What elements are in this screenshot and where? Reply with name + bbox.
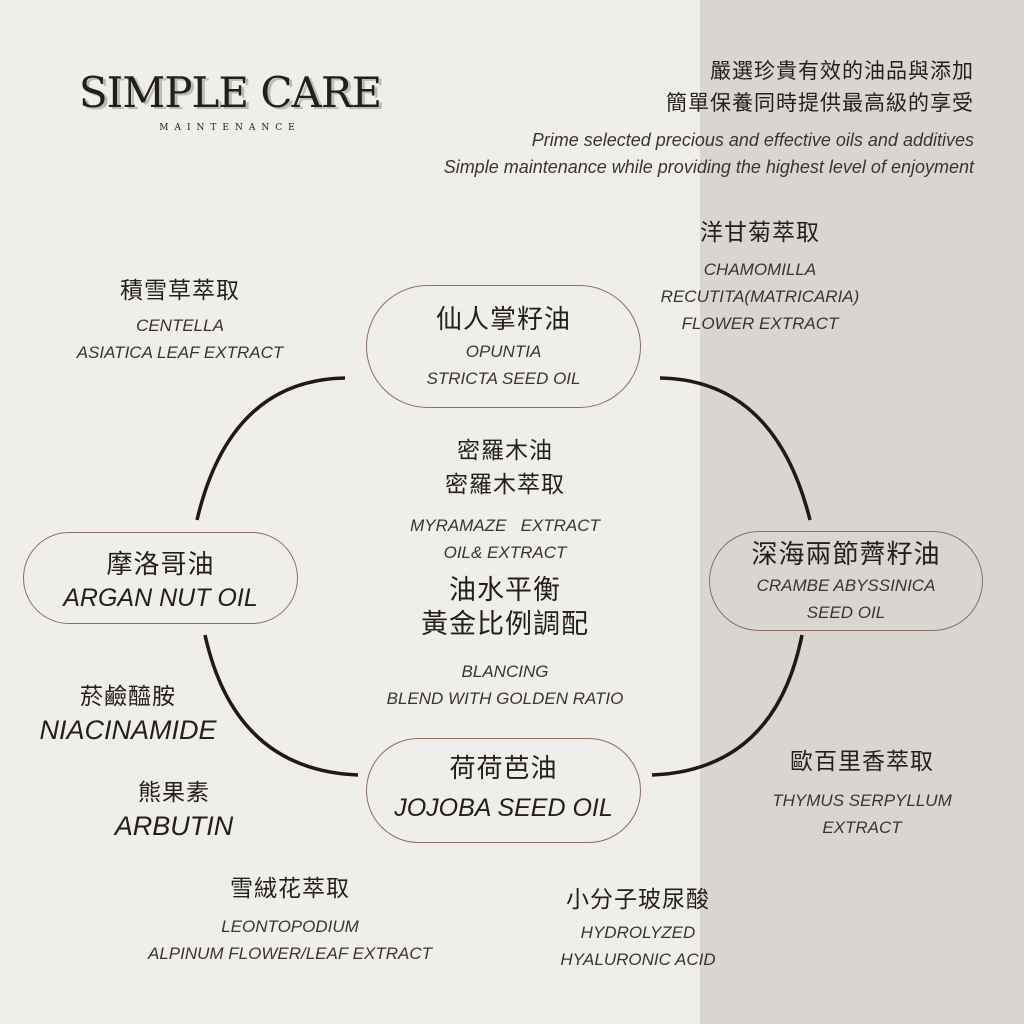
arc-bottom-right <box>651 634 804 777</box>
pill-right <box>709 531 983 631</box>
extract-en: THYMUS SERPYLLUM <box>772 791 952 810</box>
extract-en: RECUTITA(MATRICARIA) <box>660 287 860 306</box>
oil-zh: 荷荷芭油 <box>449 754 558 784</box>
center-zh: 油水平衡 <box>449 575 561 606</box>
extract-zh: 菸鹼醯胺 <box>80 684 176 710</box>
tagline: 嚴選珍貴有效的油品與添加 簡單保養同時提供最高級的享受 Prime select… <box>444 55 974 181</box>
right-panel-background <box>700 0 1024 1024</box>
pill-top <box>366 285 641 408</box>
center-zh: 黃金比例調配 <box>421 609 589 640</box>
oil-crambe: 深海兩節薺籽油 CRAMBE ABYSSINICA SEED OIL <box>709 538 983 626</box>
arc-top-right <box>659 376 812 521</box>
oil-en: OPUNTIA <box>465 342 542 361</box>
center-en: MYRAMAZE EXTRACT <box>410 516 600 535</box>
oil-jojoba: 荷荷芭油 JOJOBA SEED OIL <box>366 752 641 824</box>
extract-zh: 積雪草萃取 <box>120 278 240 304</box>
extract-zh: 熊果素 <box>138 780 210 806</box>
oil-zh: 摩洛哥油 <box>106 550 215 580</box>
extract-en: HYDROLYZED <box>580 923 696 942</box>
logo: SIMPLE CARE MAINTENANCE <box>70 68 390 133</box>
center-en: OIL& EXTRACT <box>443 543 567 562</box>
extract-en: HYALURONIC ACID <box>560 950 716 969</box>
extract-arbutin: 熊果素 ARBUTIN <box>64 776 284 842</box>
extract-en: FLOWER EXTRACT <box>681 314 839 333</box>
tagline-zh-1: 嚴選珍貴有效的油品與添加 <box>710 59 974 83</box>
center-en: BLEND WITH GOLDEN RATIO <box>386 689 624 708</box>
extract-hyaluronic: 小分子玻尿酸 HYDROLYZED HYALURONIC ACID <box>518 883 758 973</box>
pill-left <box>23 532 298 624</box>
extract-en: LEONTOPODIUM <box>221 917 359 936</box>
center-block: 密羅木油 密羅木萃取 MYRAMAZE EXTRACT OIL& EXTRACT… <box>340 434 670 712</box>
oil-en: STRICTA SEED OIL <box>426 369 581 388</box>
oil-opuntia: 仙人掌籽油 OPUNTIA STRICTA SEED OIL <box>366 302 641 392</box>
oil-en: ARGAN NUT OIL <box>63 584 258 612</box>
extract-en: ALPINUM FLOWER/LEAF EXTRACT <box>147 944 432 963</box>
arc-bottom-left <box>203 634 359 777</box>
extract-thymus: 歐百里香萃取 THYMUS SERPYLLUM EXTRACT <box>722 745 1002 841</box>
extract-centella: 積雪草萃取 CENTELLA ASIATICA LEAF EXTRACT <box>40 274 320 366</box>
extract-en: CENTELLA <box>136 316 224 335</box>
oil-argan: 摩洛哥油 ARGAN NUT OIL <box>23 548 298 614</box>
oil-zh: 仙人掌籽油 <box>435 305 571 335</box>
extract-en: ARBUTIN <box>114 811 234 841</box>
extract-en: EXTRACT <box>822 818 902 837</box>
extract-zh: 歐百里香萃取 <box>790 749 934 775</box>
center-en: BLANCING <box>461 662 549 681</box>
oil-zh: 深海兩節薺籽油 <box>751 540 941 570</box>
oil-en: JOJOBA SEED OIL <box>394 794 613 822</box>
arc-top-left <box>195 376 346 521</box>
extract-niacinamide: 菸鹼醯胺 NIACINAMIDE <box>18 680 238 746</box>
oil-en: SEED OIL <box>806 603 886 622</box>
center-zh: 密羅木油 <box>457 438 553 464</box>
extract-zh: 小分子玻尿酸 <box>566 887 710 913</box>
tagline-en-1: Prime selected precious and effective oi… <box>531 130 974 150</box>
tagline-zh-2: 簡單保養同時提供最高級的享受 <box>666 91 974 115</box>
oil-en: CRAMBE ABYSSINICA <box>756 576 936 595</box>
extract-chamomilla: 洋甘菊萃取 CHAMOMILLA RECUTITA(MATRICARIA) FL… <box>620 216 900 337</box>
extract-zh: 洋甘菊萃取 <box>700 220 820 246</box>
logo-subtitle: MAINTENANCE <box>159 123 301 133</box>
logo-title: SIMPLE CARE <box>78 68 382 117</box>
extract-en: ASIATICA LEAF EXTRACT <box>76 343 284 362</box>
extract-en: NIACINAMIDE <box>39 715 217 745</box>
extract-leontopodium: 雪絨花萃取 LEONTOPODIUM ALPINUM FLOWER/LEAF E… <box>120 872 460 967</box>
extract-en: CHAMOMILLA <box>703 260 817 279</box>
extract-zh: 雪絨花萃取 <box>230 876 350 902</box>
tagline-en-2: Simple maintenance while providing the h… <box>443 157 974 177</box>
center-zh: 密羅木萃取 <box>445 472 565 498</box>
pill-bottom <box>366 738 641 843</box>
